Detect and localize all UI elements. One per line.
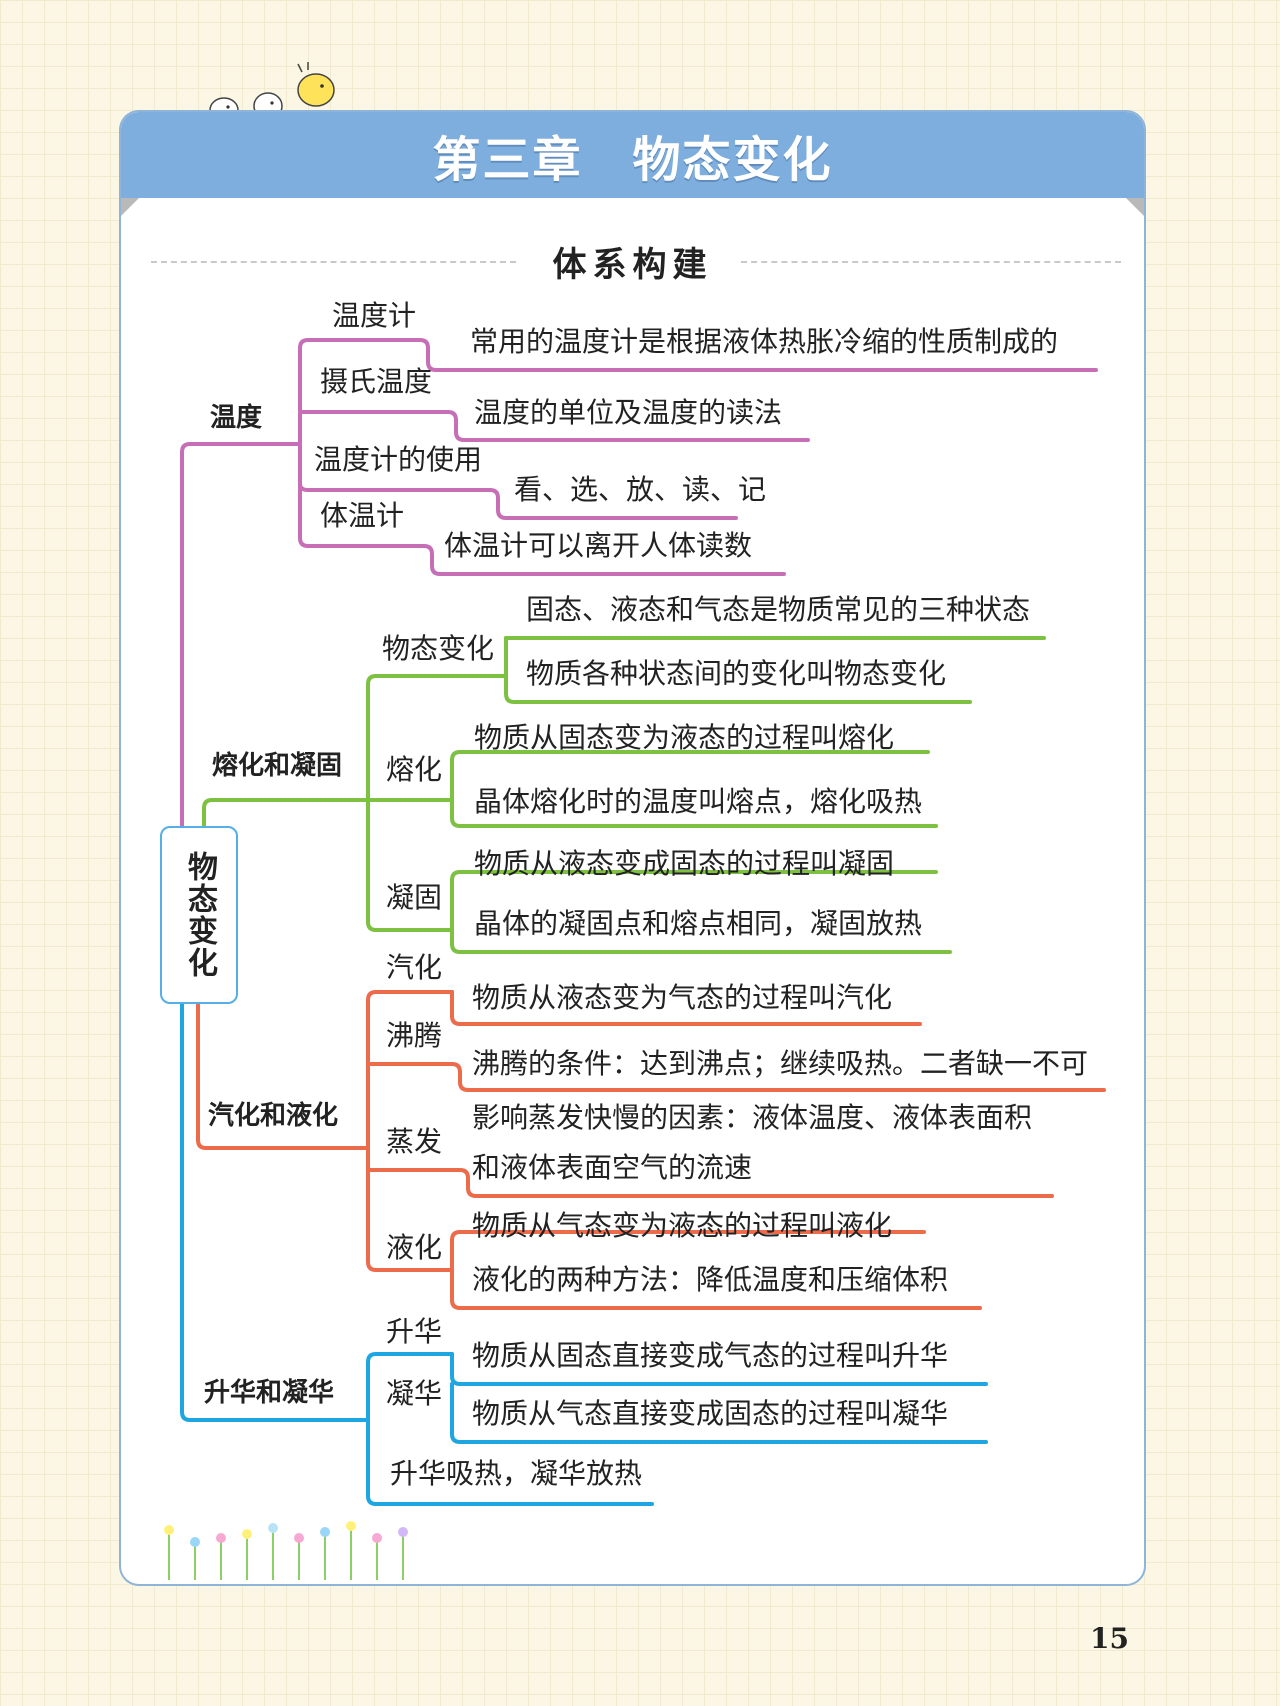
root-node: 物态变化 bbox=[160, 826, 238, 1004]
vaporization-label: 汽化 bbox=[386, 951, 443, 984]
flowers-decoration-icon bbox=[164, 1521, 408, 1580]
liquefaction-label: 液化 bbox=[386, 1231, 443, 1264]
evaporation-note-1: 影响蒸发快慢的因素：液体温度、液体表面积 bbox=[472, 1101, 1033, 1134]
boiling-note: 沸腾的条件：达到沸点；继续吸热。二者缺一不可 bbox=[472, 1047, 1089, 1080]
temperature-branch-lines bbox=[180, 338, 1098, 830]
section-title: 体系构建 bbox=[552, 245, 713, 285]
usage-label: 温度计的使用 bbox=[314, 443, 483, 476]
boiling-label: 沸腾 bbox=[386, 1019, 443, 1052]
sublimation-note: 物质从固态直接变成气态的过程叫升华 bbox=[472, 1339, 949, 1372]
melting-solidification-label: 熔化和凝固 bbox=[212, 751, 343, 781]
celsius-label: 摄氏温度 bbox=[320, 365, 433, 398]
sublimation-branch-lines bbox=[180, 1002, 988, 1506]
clinical-thermometer-label: 体温计 bbox=[320, 499, 405, 532]
corner-fold-left bbox=[121, 198, 139, 216]
freezing-note-1: 物质从液态变成固态的过程叫凝固 bbox=[474, 847, 895, 880]
root-label: 物态变化 bbox=[182, 851, 217, 979]
corner-fold-right bbox=[1126, 198, 1144, 216]
state-change-note-1: 固态、液态和气态是物质常见的三种状态 bbox=[526, 593, 1031, 626]
divider-left bbox=[151, 261, 516, 263]
sublimation-deposition-label: 升华和凝华 bbox=[204, 1378, 335, 1408]
temperature-label: 温度 bbox=[210, 403, 263, 433]
chapter-header: 第三章 物态变化 bbox=[121, 112, 1144, 198]
liquefaction-note-1: 物质从气态变为液态的过程叫液化 bbox=[472, 1209, 893, 1242]
melting-note-2: 晶体熔化时的温度叫熔点，熔化吸热 bbox=[474, 785, 923, 818]
evaporation-note-2: 和液体表面空气的流速 bbox=[472, 1151, 753, 1184]
page-number: 15 bbox=[1090, 1622, 1129, 1655]
melting-branch-lines bbox=[202, 636, 1046, 954]
chapter-card: 第三章 物态变化 体系构建 bbox=[119, 110, 1146, 1586]
thermometer-note: 常用的温度计是根据液体热胀冷缩的性质制成的 bbox=[470, 325, 1059, 358]
state-change-label: 物态变化 bbox=[382, 632, 495, 665]
thermometer-label: 温度计 bbox=[332, 299, 417, 332]
freezing-label: 凝固 bbox=[386, 881, 443, 914]
divider-right bbox=[741, 261, 1121, 263]
evaporation-label: 蒸发 bbox=[386, 1125, 443, 1158]
deposition-note: 物质从气态直接变成固态的过程叫凝华 bbox=[472, 1397, 949, 1430]
liquefaction-note-2: 液化的两种方法：降低温度和压缩体积 bbox=[472, 1263, 949, 1296]
chapter-title: 第三章 物态变化 bbox=[432, 132, 833, 188]
state-change-note-2: 物质各种状态间的变化叫物态变化 bbox=[526, 657, 947, 690]
melting-note-1: 物质从固态变为液态的过程叫熔化 bbox=[474, 721, 895, 754]
freezing-note-2: 晶体的凝固点和熔点相同，凝固放热 bbox=[474, 907, 923, 940]
vaporization-note: 物质从液态变为气态的过程叫汽化 bbox=[472, 981, 893, 1014]
sublimation-label: 升华 bbox=[386, 1315, 443, 1348]
sublimation-summary: 升华吸热，凝华放热 bbox=[390, 1457, 643, 1490]
vaporization-liquefaction-label: 汽化和液化 bbox=[208, 1101, 339, 1131]
section-heading: 体系构建 bbox=[121, 237, 1144, 287]
usage-note: 看、选、放、读、记 bbox=[514, 473, 767, 506]
deposition-label: 凝华 bbox=[386, 1377, 443, 1410]
vaporization-branch-lines bbox=[196, 990, 1106, 1310]
celsius-note: 温度的单位及温度的读法 bbox=[474, 396, 783, 429]
clinical-thermometer-note: 体温计可以离开人体读数 bbox=[444, 529, 753, 562]
melting-label: 熔化 bbox=[386, 753, 443, 786]
